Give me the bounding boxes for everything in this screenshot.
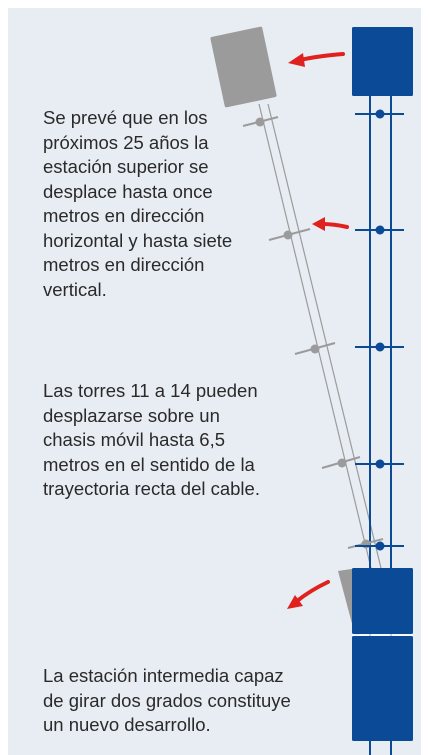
tower-14 — [355, 459, 404, 469]
shifted-cable-right — [267, 103, 382, 569]
arrow-tower — [312, 217, 349, 231]
shifted-tower-12 — [268, 228, 311, 241]
shifted-tower-11 — [242, 116, 279, 127]
shifted-tower-14 — [321, 456, 361, 469]
tower-15 — [355, 541, 404, 551]
tower-11 — [355, 109, 404, 119]
shifted-cable-line — [258, 103, 382, 569]
arrow-upper-station — [288, 52, 345, 67]
cable-car-diagram — [210, 26, 413, 755]
upper-station-block — [352, 27, 413, 96]
caption-intermediate-station: La estación intermedia capaz de girar do… — [43, 665, 291, 735]
lower-station-block — [352, 636, 413, 741]
tower-13 — [355, 342, 404, 352]
tower-12 — [355, 225, 404, 235]
shifted-upper-station-block — [210, 26, 277, 108]
intermediate-station-block — [352, 568, 413, 634]
shifted-towers — [242, 116, 384, 549]
shifted-cable-left — [258, 103, 372, 569]
diagram-panel: Se prevé que en los próximos 25 años la … — [8, 8, 421, 755]
caption-upper-station-shift: Se prevé que en los próximos 25 años la … — [43, 107, 233, 300]
arrow-intermediate-station — [287, 580, 330, 609]
straight-towers — [355, 109, 404, 551]
caption-towers-shift: Las torres 11 a 14 pueden desplazarse so… — [43, 380, 260, 499]
shifted-tower-13 — [294, 342, 336, 355]
